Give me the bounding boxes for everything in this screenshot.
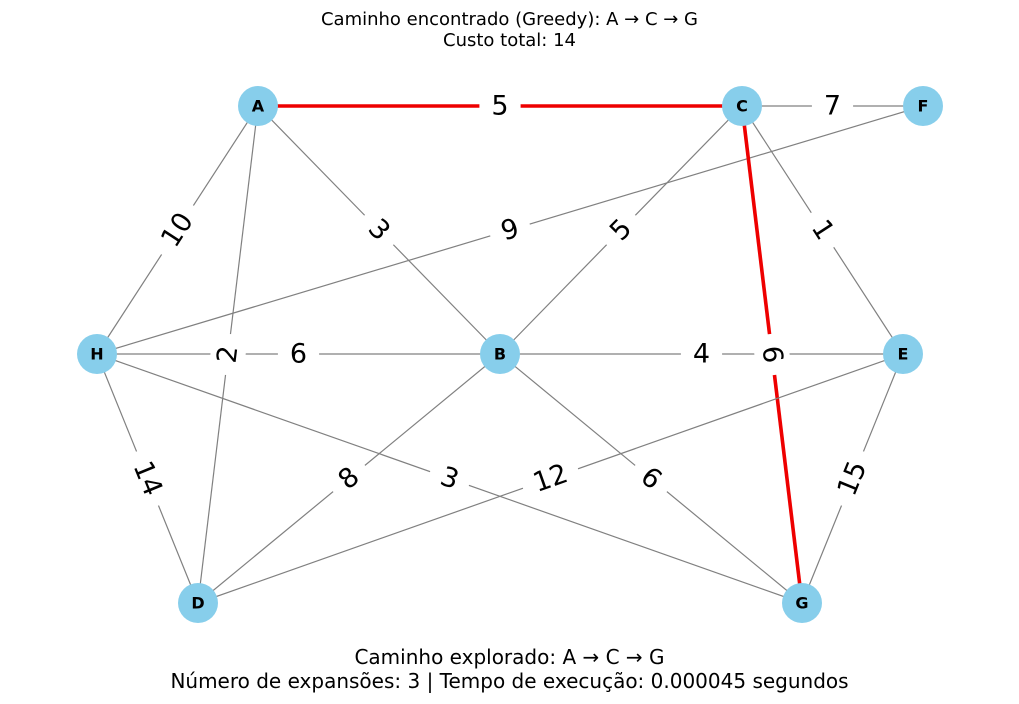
edge-weight-bg — [485, 207, 535, 253]
edge-weight-H-D: 14 — [120, 444, 175, 513]
node-label: A — [252, 97, 265, 116]
edge-weight-E-G: 15 — [825, 444, 880, 513]
edge-weight-text: 6 — [756, 344, 789, 365]
node-B: B — [480, 334, 520, 374]
edge-weight-C-F: 7 — [811, 88, 854, 124]
footer-explored-path: Caminho explorado: A → C → G — [354, 645, 665, 669]
edge-weight-A-B: 3 — [352, 203, 406, 257]
node-label: C — [736, 97, 748, 116]
edge-weight-bg — [479, 88, 521, 124]
edge-weight-F-H: 9 — [485, 207, 535, 253]
graph-title: Caminho encontrado (Greedy): A → C → G C… — [0, 9, 1019, 51]
node-F: F — [903, 86, 943, 126]
edge-weight-bg — [811, 88, 854, 124]
node-label: E — [898, 345, 909, 364]
title-cost-line: Custo total: 14 — [443, 30, 576, 51]
node-label: F — [918, 97, 929, 116]
edge-weight-C-B: 5 — [594, 203, 648, 257]
node-circle — [883, 334, 923, 374]
edge-weight-text: 4 — [693, 339, 710, 370]
edge-weight-text: 7 — [824, 91, 841, 122]
edge-weight-bg — [594, 203, 648, 257]
edge-weight-D-E: 12 — [517, 452, 584, 505]
node-circle — [178, 583, 218, 623]
edge-weight-bg — [424, 455, 475, 502]
edge-weight-bg — [752, 331, 792, 378]
node-H: H — [77, 334, 117, 374]
node-circle — [722, 86, 762, 126]
edge-weight-bg — [277, 336, 320, 372]
edge-weight-text: 5 — [491, 91, 508, 122]
node-G: G — [782, 583, 822, 623]
edge-weight-bg — [208, 331, 248, 378]
node-D: D — [178, 583, 218, 623]
node-E: E — [883, 334, 923, 374]
node-circle — [238, 86, 278, 126]
node-A: A — [238, 86, 278, 126]
edge-weight-bg — [680, 336, 723, 372]
nodes-layer: A C F H B E D G — [77, 86, 943, 623]
node-label: D — [191, 594, 204, 613]
node-label: G — [795, 594, 808, 613]
edge-weight-A-H: 10 — [146, 195, 209, 265]
edge-weight-H-B: 6 — [277, 336, 320, 372]
node-label: H — [90, 345, 103, 364]
node-circle — [903, 86, 943, 126]
edge-weight-bg — [321, 451, 377, 506]
node-circle — [480, 334, 520, 374]
edge-weight-bg — [517, 452, 584, 505]
graph-footer: Caminho explorado: A → C → G Número de e… — [0, 645, 1019, 693]
edge-weight-C-G: 6 — [752, 331, 792, 378]
edge-weight-B-E: 4 — [680, 336, 723, 372]
edge-weight-bg — [825, 444, 880, 513]
node-C: C — [722, 86, 762, 126]
edge-weight-H-G: 3 — [424, 455, 475, 502]
edge-weight-bg — [120, 444, 175, 513]
node-circle — [782, 583, 822, 623]
edge-weight-bg — [623, 451, 679, 506]
node-circle — [77, 334, 117, 374]
footer-stats: Número de expansões: 3 | Tempo de execuç… — [170, 669, 849, 693]
edge-weight-text: 2 — [212, 344, 245, 365]
edge-weight-bg — [796, 203, 849, 257]
edge-weight-bg — [352, 203, 406, 257]
edge-weight-A-D: 2 — [208, 331, 248, 378]
edge-weight-bg — [146, 195, 209, 265]
edge-weight-B-D: 8 — [321, 451, 377, 506]
title-path-line: Caminho encontrado (Greedy): A → C → G — [320, 9, 699, 30]
edge-weight-C-E: 1 — [796, 203, 849, 257]
node-label: B — [494, 345, 506, 364]
edge-weight-text: 6 — [290, 339, 307, 370]
edge-weight-B-G: 6 — [623, 451, 679, 506]
edge-weight-A-C: 5 — [479, 88, 521, 124]
